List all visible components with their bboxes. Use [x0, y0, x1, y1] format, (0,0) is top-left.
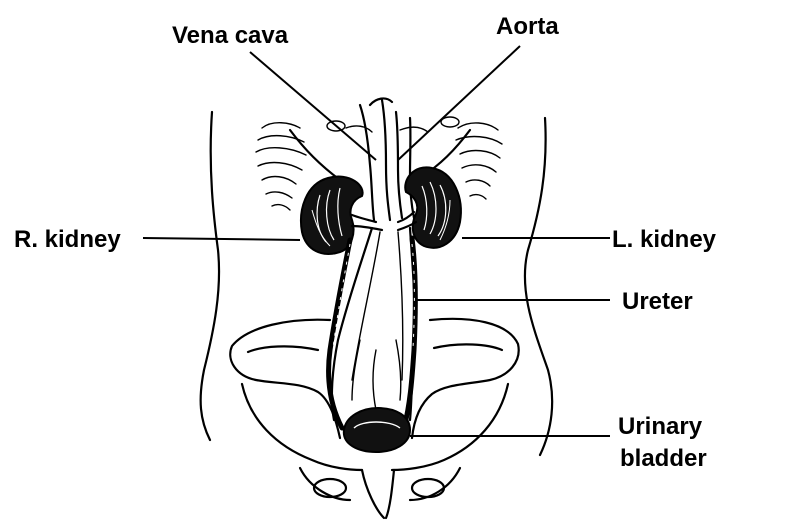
rib-cage	[255, 116, 503, 211]
left-kidney	[404, 166, 462, 249]
renal-vessels	[350, 210, 418, 232]
label-r-kidney: R. kidney	[14, 226, 121, 253]
ureters	[326, 235, 418, 431]
pelvis	[229, 317, 520, 520]
label-ureter: Ureter	[622, 288, 693, 315]
leader-lines	[142, 45, 610, 437]
leader-vena-cava	[249, 51, 377, 161]
label-bladder: bladder	[620, 445, 707, 472]
label-l-kidney: L. kidney	[612, 226, 717, 253]
label-urinary: Urinary	[618, 413, 703, 440]
label-aorta: Aorta	[496, 13, 559, 40]
right-kidney	[300, 175, 364, 255]
leader-r-kidney	[142, 237, 301, 241]
urinary-bladder	[342, 406, 412, 454]
torso-outline	[199, 110, 554, 457]
leader-aorta	[397, 45, 521, 161]
label-vena-cava: Vena cava	[172, 22, 289, 49]
